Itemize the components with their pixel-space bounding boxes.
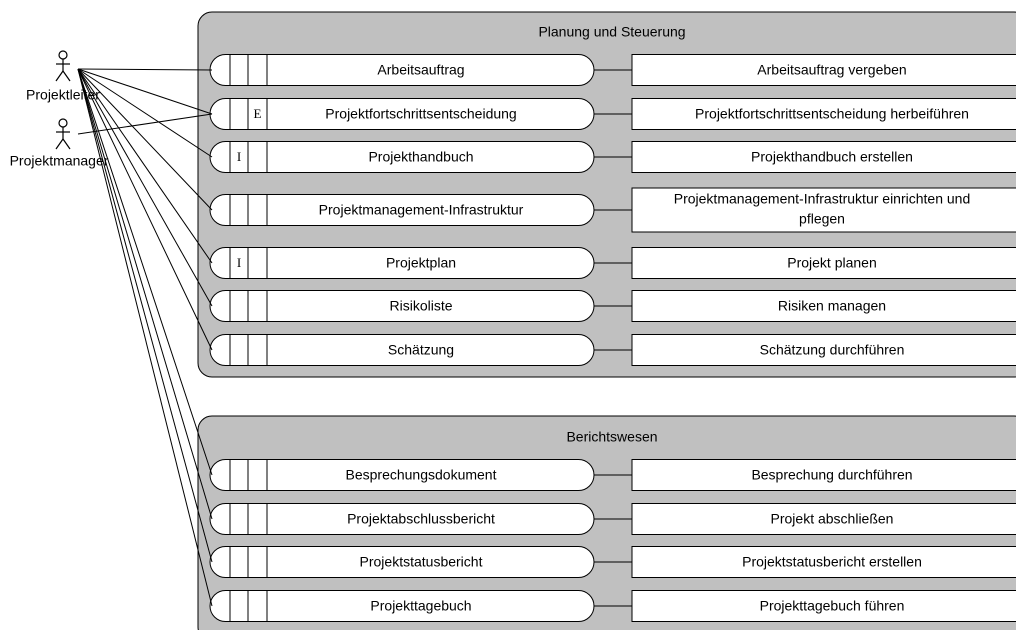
actor-line-projektleiter xyxy=(77,68,213,211)
activity-label: Projekttagebuch führen xyxy=(760,598,905,614)
row-sch-tzung: Schätzung Schätzung durchführen xyxy=(209,334,1016,366)
product-label: Projektstatusbericht xyxy=(360,554,483,570)
row-projektmanagement-infrastruktur: Projektmanagement-Infrastruktur Projektma… xyxy=(209,187,1016,233)
actor-line-projektleiter xyxy=(77,68,213,351)
activity-label: Projekthandbuch erstellen xyxy=(751,149,913,165)
activity-label: Schätzung durchführen xyxy=(760,342,905,358)
activity-box xyxy=(631,590,1016,622)
activity-label: Projekt planen xyxy=(787,255,877,271)
product-box xyxy=(209,98,595,130)
row-projektplan: I Projektplan Projekt planen xyxy=(209,247,1016,279)
product-label: Projektplan xyxy=(386,255,456,271)
actor-label-projektmanager: Projektmanager xyxy=(10,153,109,169)
row-projektstatusbericht: Projektstatusbericht Projektstatusbericht… xyxy=(209,546,1016,578)
product-box xyxy=(209,334,595,366)
row-arbeitsauftrag: Arbeitsauftrag Arbeitsauftrag vergeben xyxy=(209,54,1016,86)
product-label: Projektfortschrittsentscheidung xyxy=(325,106,516,122)
actor-line-projektleiter xyxy=(77,68,213,607)
actor-projektleiter-icon xyxy=(55,50,71,82)
activity-box xyxy=(631,141,1016,173)
activity-box xyxy=(631,247,1016,279)
product-box xyxy=(209,590,595,622)
product-box xyxy=(209,546,595,578)
product-box xyxy=(209,194,595,226)
activity-box xyxy=(631,459,1016,491)
row-projektabschlussbericht: Projektabschlussbericht Projekt abschließ… xyxy=(209,503,1016,535)
actor-leg xyxy=(62,70,71,82)
product-label: Arbeitsauftrag xyxy=(377,62,464,78)
activity-label: pflegen xyxy=(799,211,845,227)
row-projektfortschrittsentscheidung: E Projektfortschrittsentscheidung Projektf… xyxy=(209,98,1016,130)
activity-label: Besprechung durchführen xyxy=(751,467,912,483)
product-label: Projekthandbuch xyxy=(368,149,473,165)
product-box xyxy=(209,54,595,86)
activity-box xyxy=(631,290,1016,322)
activity-label: Projektmanagement-Infrastruktur einricht… xyxy=(674,191,970,207)
connector-lines xyxy=(77,68,213,607)
actor-head xyxy=(58,50,68,60)
actor-line-projektleiter xyxy=(77,68,213,307)
actor-line-projektleiter xyxy=(77,68,213,71)
actor-line-projektleiter xyxy=(77,68,213,158)
activity-box xyxy=(631,54,1016,86)
product-box xyxy=(209,141,595,173)
activity-box xyxy=(631,334,1016,366)
product-box xyxy=(209,503,595,535)
product-mark: I xyxy=(237,255,241,270)
product-label: Risikoliste xyxy=(389,298,452,314)
product-label: Projektabschlussbericht xyxy=(347,511,495,527)
activity-box xyxy=(631,546,1016,578)
activity-label: Projektfortschrittsentscheidung herbeifü… xyxy=(695,106,969,122)
actor-projektmanager-icon xyxy=(55,118,71,150)
product-mark: E xyxy=(254,106,262,121)
actor-leg xyxy=(62,138,71,150)
group-title: Berichtswesen xyxy=(566,429,657,445)
actor-leg xyxy=(55,70,64,82)
actor-head xyxy=(58,118,68,128)
actor-line-projektleiter xyxy=(77,68,213,264)
product-label: Schätzung xyxy=(388,342,454,358)
actor-line-projektleiter xyxy=(77,68,213,476)
row-projekttagebuch: Projekttagebuch Projekttagebuch führen xyxy=(209,590,1016,622)
activity-label: Projekt abschließen xyxy=(771,511,894,527)
actor-label-projektleiter: Projektleiter xyxy=(26,87,100,103)
row-risikoliste: Risikoliste Risiken managen xyxy=(209,290,1016,322)
product-label: Besprechungsdokument xyxy=(346,467,497,483)
product-label: Projekttagebuch xyxy=(370,598,471,614)
activity-label: Arbeitsauftrag vergeben xyxy=(757,62,906,78)
actor-line-projektmanager xyxy=(77,113,213,135)
actor-line-projektleiter xyxy=(77,68,213,563)
product-box xyxy=(209,290,595,322)
product-box xyxy=(209,459,595,491)
product-label: Projektmanagement-Infrastruktur xyxy=(319,202,524,218)
row-besprechungsdokument: Besprechungsdokument Besprechung durchfüh… xyxy=(209,459,1016,491)
activity-label: Risiken managen xyxy=(778,298,886,314)
actor-line-projektleiter xyxy=(77,68,213,520)
actor-line-projektleiter xyxy=(77,68,213,115)
product-mark: I xyxy=(237,149,241,164)
activity-label: Projektstatusbericht erstellen xyxy=(742,554,922,570)
row-projekthandbuch: I Projekthandbuch Projekthandbuch erstelle… xyxy=(209,141,1016,173)
activity-box xyxy=(631,503,1016,535)
actor-leg xyxy=(55,138,64,150)
group-title: Planung und Steuerung xyxy=(538,24,685,40)
activity-box xyxy=(631,98,1016,130)
product-box xyxy=(209,247,595,279)
activity-box xyxy=(631,187,1016,233)
